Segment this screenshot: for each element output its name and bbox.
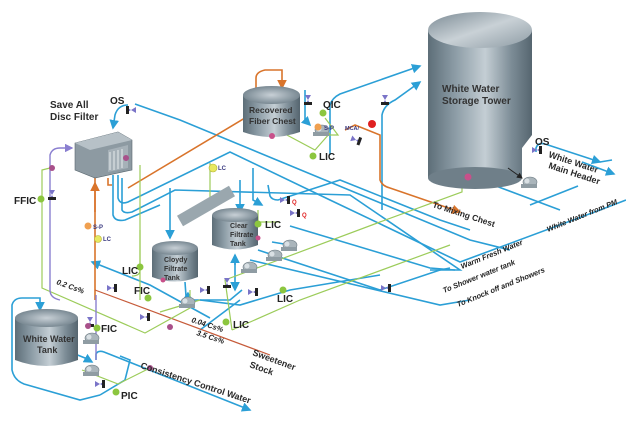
lic-bottom-label: LIC xyxy=(233,320,249,331)
white-water-storage-tower[interactable]: White Water Storage Tower xyxy=(428,12,532,189)
qic-label: QIC xyxy=(323,100,341,111)
valve-icon xyxy=(290,209,300,217)
storage-tower-label-1: White Water xyxy=(442,84,500,95)
transmitter-dot xyxy=(269,133,275,139)
os-top-label: OS xyxy=(110,96,125,107)
white-water-from-pm-label: White Water from PM xyxy=(545,197,619,234)
lic-left-label: LIC xyxy=(122,266,138,277)
from-pm-line xyxy=(529,185,579,206)
lic-right-label: LIC xyxy=(277,294,293,305)
lc-dot xyxy=(208,163,218,173)
pump-icon xyxy=(82,332,100,345)
pump-icon xyxy=(240,261,258,274)
valve-icon xyxy=(126,106,136,114)
recovered-fiber-chest[interactable]: Recovered Fiber Chest xyxy=(243,86,300,139)
fiber-chest-label-2: Fiber Chest xyxy=(249,116,296,126)
clear-tank-label-2: Filtrate xyxy=(230,232,253,239)
cloudy-tank-label-3: Tank xyxy=(164,275,180,282)
ww-tank-label-2: Tank xyxy=(37,345,58,355)
clear-filtrate-tank[interactable]: Clear Filtrate Tank xyxy=(177,185,261,250)
lic-fiber-label: LIC xyxy=(319,152,335,163)
lic-clear-label: LIC xyxy=(265,220,281,231)
tower-outlet-arrow xyxy=(507,167,523,179)
pump-icon xyxy=(82,364,100,377)
consistency-label-1: 0.2 Cs% xyxy=(55,277,85,295)
sp-left-label: S-P xyxy=(93,225,103,231)
cloudy-tank-label-2: Filtrate xyxy=(164,266,187,273)
pump-icon xyxy=(265,249,283,262)
clear-tank-label-3: Tank xyxy=(230,241,246,248)
cloudy-tank-label-1: Cloydy xyxy=(164,257,187,264)
pump-icon xyxy=(178,296,196,309)
mca-dot xyxy=(368,120,376,128)
valve-icon xyxy=(381,95,389,105)
q-marker: Q xyxy=(292,200,297,206)
white-water-tank[interactable]: White Water Tank xyxy=(15,309,78,366)
pic-label: PIC xyxy=(121,391,138,402)
lc-mid-label: LC xyxy=(218,166,227,172)
save-all-label-1: Save All xyxy=(50,100,89,111)
os-right-label: OS xyxy=(535,137,550,148)
ww-tank-label-1: White Water xyxy=(23,334,75,344)
water-lines xyxy=(11,64,626,412)
storage-tower-label-2: Storage Tower xyxy=(442,96,511,107)
valve-icon xyxy=(200,286,210,294)
transmitter-dot xyxy=(464,173,472,181)
valve-icon xyxy=(95,380,105,388)
valve-icon xyxy=(248,288,258,296)
lc-left-label: LC xyxy=(103,237,112,243)
valve-icon xyxy=(48,190,56,200)
sp-fiber-label: S-P xyxy=(324,126,334,132)
main-header-arrow xyxy=(581,161,616,176)
pump-icon xyxy=(520,176,538,189)
save-all-disc-filter[interactable] xyxy=(74,131,133,179)
cloudy-filtrate-tank[interactable]: Cloydy Filtrate Tank xyxy=(152,241,198,283)
instrument-dots xyxy=(37,109,376,396)
fic-low-label: FIC xyxy=(101,324,117,335)
valve-icon xyxy=(140,313,150,321)
valve-icon xyxy=(223,278,231,288)
valve-icon xyxy=(107,284,117,292)
fiber-chest-label-1: Recovered xyxy=(249,105,292,115)
pump-icon xyxy=(280,239,298,252)
save-all-label-2: Disc Filter xyxy=(50,112,98,123)
consistency-water-label: Consistency Control Water xyxy=(139,360,252,405)
fic-mid-label: FIC xyxy=(134,286,150,297)
mca-label: MCA/ xyxy=(345,126,360,132)
to-mixing-chest-label: To Mixing Chest xyxy=(431,199,496,229)
clear-tank-label-1: Clear xyxy=(230,223,248,230)
ffic-label: FFIC xyxy=(14,196,36,207)
q-marker: Q xyxy=(302,213,307,219)
valve-icon xyxy=(349,134,363,146)
